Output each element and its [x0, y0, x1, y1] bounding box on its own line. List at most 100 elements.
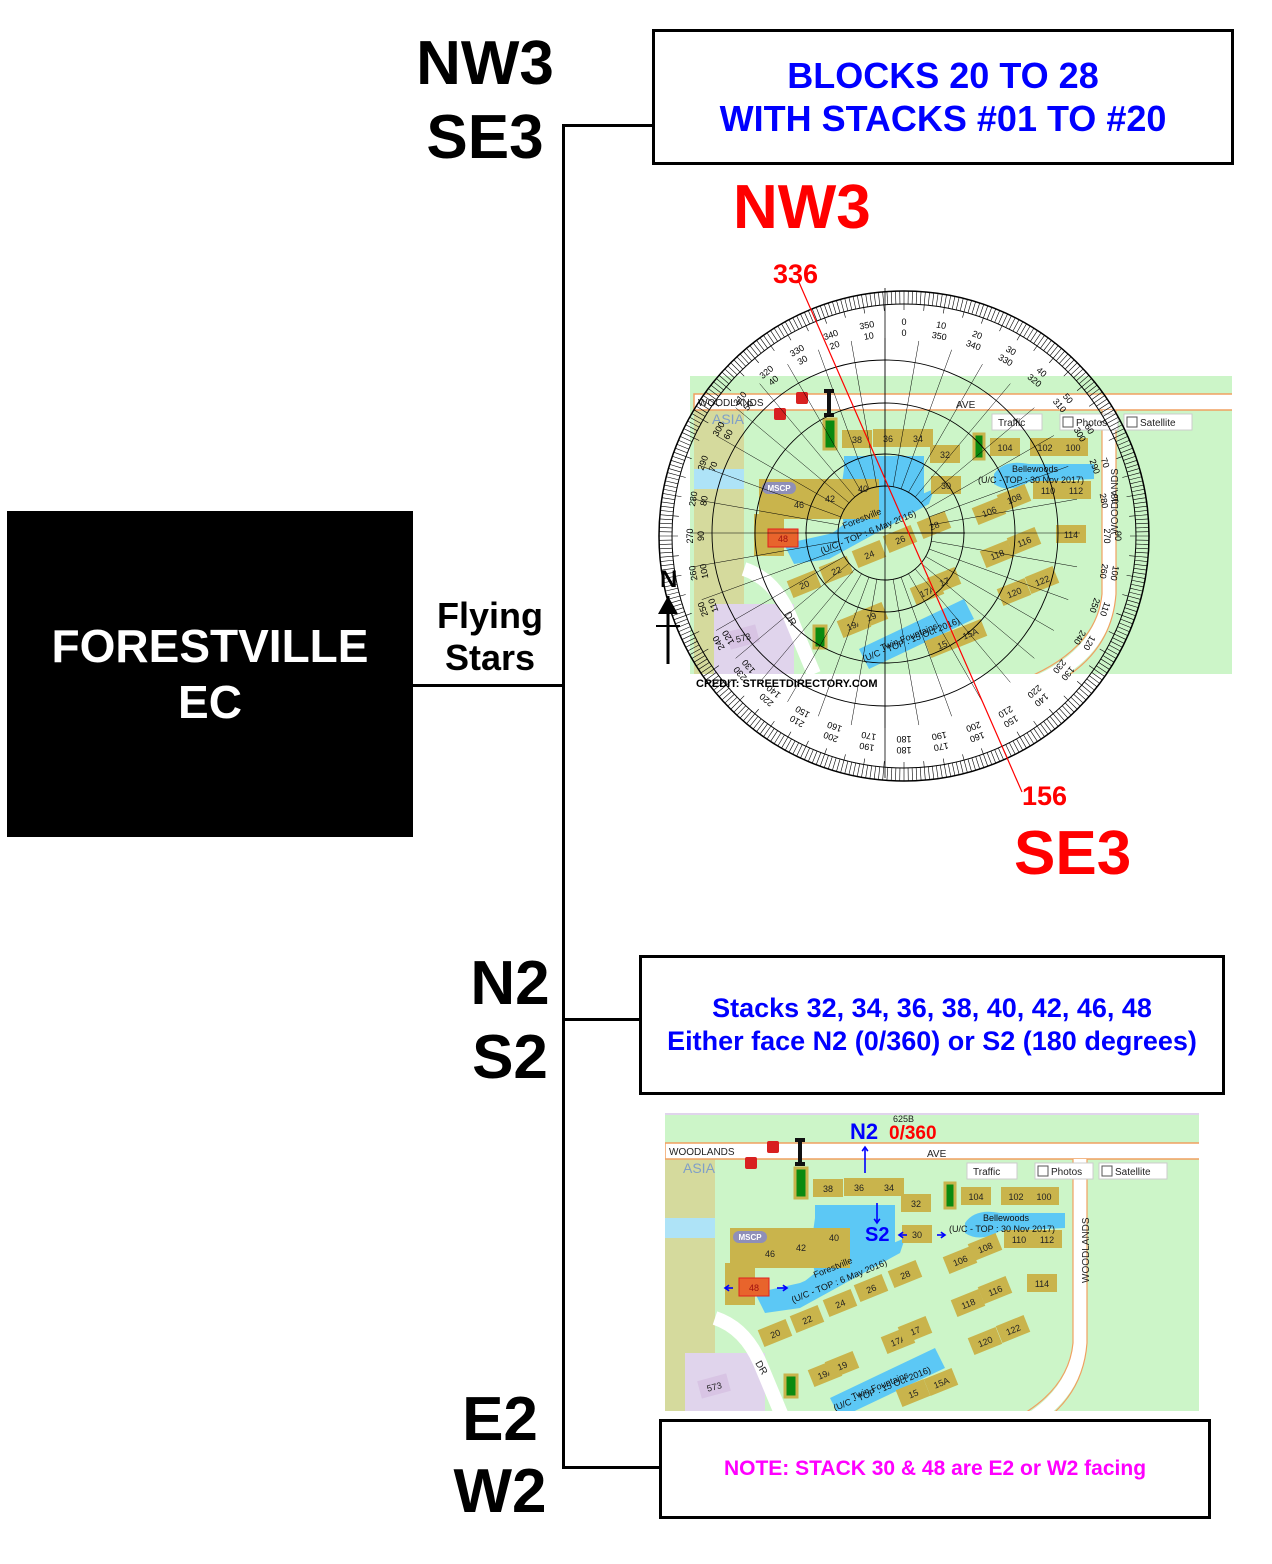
compass-tick [1016, 738, 1024, 751]
block-label: 118 [989, 548, 1006, 563]
trunk-line [562, 124, 565, 1469]
compass-tick [804, 312, 810, 325]
compass-tick [1100, 658, 1112, 667]
building-block-100: 100 [1058, 438, 1088, 456]
compass-tick [840, 299, 846, 318]
block-label: 24 [863, 548, 876, 561]
compass-degree-label: 280 [687, 491, 699, 508]
compass-degree-label: 0 [901, 317, 906, 327]
traffic-button[interactable]: Traffic [966, 1162, 1018, 1180]
compass-tick [696, 405, 708, 414]
compass-radial [787, 364, 862, 493]
dev-label-bellewoods: Bellewoods [1012, 464, 1059, 474]
compass-degree-label: 170 [933, 741, 950, 753]
compass-tick [994, 310, 1001, 323]
block-shape [738, 1277, 770, 1297]
compass-tick [689, 416, 702, 424]
block-label: 102 [1008, 1192, 1023, 1202]
block-label: 625B [893, 1114, 914, 1124]
compass-tick [828, 756, 833, 770]
compass-degree-label-reverse: 250 [1087, 597, 1102, 615]
arrowhead-icon [723, 1284, 730, 1292]
compass-tick [1134, 510, 1148, 513]
compass-tick [935, 293, 939, 307]
compass-tick [661, 571, 675, 575]
compass-tick [981, 305, 989, 324]
satellite-toggle[interactable]: Satellite [1123, 413, 1193, 431]
block-shape [923, 1368, 959, 1396]
compass-tick [1124, 607, 1138, 612]
facing-w2: W2 [453, 1457, 547, 1526]
compass-tick [718, 375, 730, 385]
map-area [665, 1218, 715, 1238]
road-woodlands-right [1030, 1159, 1087, 1411]
compass-tick [1112, 428, 1125, 435]
compass-tick [1102, 655, 1115, 663]
compass-tick [1064, 702, 1075, 713]
compass-degree-label-reverse: 160 [826, 719, 844, 734]
compass-degree-label-reverse: 90 [696, 531, 706, 541]
compass-tick [749, 345, 759, 356]
compass-tick [1122, 594, 1141, 600]
block-shape [1001, 1187, 1031, 1205]
compass-tick [680, 436, 693, 442]
block-label: 34 [884, 1183, 894, 1193]
compass-tick [730, 362, 745, 377]
block-label: 40 [829, 1233, 839, 1243]
compass-tick [1016, 321, 1024, 334]
compass-tick [1049, 708, 1062, 724]
compass-tick [781, 731, 792, 749]
compass-tick [1098, 662, 1110, 670]
building-block-108: 108 [996, 484, 1032, 512]
compass-tick [848, 297, 853, 311]
satellite-toggle[interactable]: Satellite [1098, 1162, 1168, 1180]
compass-tick [955, 297, 960, 311]
compass-tick [1099, 413, 1117, 424]
compass-tick [1130, 583, 1144, 588]
compass-radial [920, 563, 1035, 659]
compass-degree-label: 80 [1109, 493, 1121, 505]
compass-tick [823, 755, 829, 768]
compass-tick [962, 754, 968, 773]
compass-tick [927, 292, 930, 306]
project-title-line2: EC [178, 676, 242, 728]
compass-tick [710, 384, 722, 394]
compass-tick [1033, 720, 1045, 737]
park [943, 1181, 957, 1210]
compass-tick [1106, 648, 1119, 656]
compass-radial [908, 573, 983, 702]
compass-tick [915, 291, 918, 305]
compass-tick [975, 302, 980, 316]
note-box-nw3: BLOCKS 20 TO 28 WITH STACKS #01 TO #20 [652, 29, 1234, 165]
photos-toggle[interactable]: Photos [1034, 1162, 1094, 1180]
compass-tick [800, 740, 809, 759]
compass-radial [716, 556, 845, 631]
compass-tick [819, 748, 827, 767]
block-label: 30 [912, 1230, 922, 1240]
block-shape [903, 429, 933, 447]
compass-tick [886, 767, 889, 781]
compass-tick [1059, 353, 1069, 364]
block-shape [1029, 1187, 1059, 1205]
building-block-34: 34 [874, 1178, 904, 1196]
compass-tick [659, 547, 673, 550]
block-shape [786, 1238, 816, 1256]
compass-tick [1076, 681, 1092, 694]
compass-tick [848, 761, 853, 775]
compass-tick [1076, 371, 1087, 381]
compass-tick [736, 705, 746, 716]
north-label: N [660, 566, 678, 593]
block-label: 116 [987, 1284, 1004, 1299]
compass-tick [1116, 613, 1135, 621]
compass-radial [925, 435, 1054, 510]
compass-tick [1062, 356, 1072, 367]
compass-tick [1125, 603, 1139, 608]
compass-tick [708, 388, 719, 397]
compass-tick [1110, 641, 1123, 648]
compass-degree-label: 340 [822, 328, 840, 343]
compass-degree-label-reverse: 290 [1087, 458, 1102, 476]
compass-label-se3: SE3 [1014, 819, 1132, 888]
compass-tick [733, 359, 744, 370]
compass-tick [844, 298, 849, 311]
